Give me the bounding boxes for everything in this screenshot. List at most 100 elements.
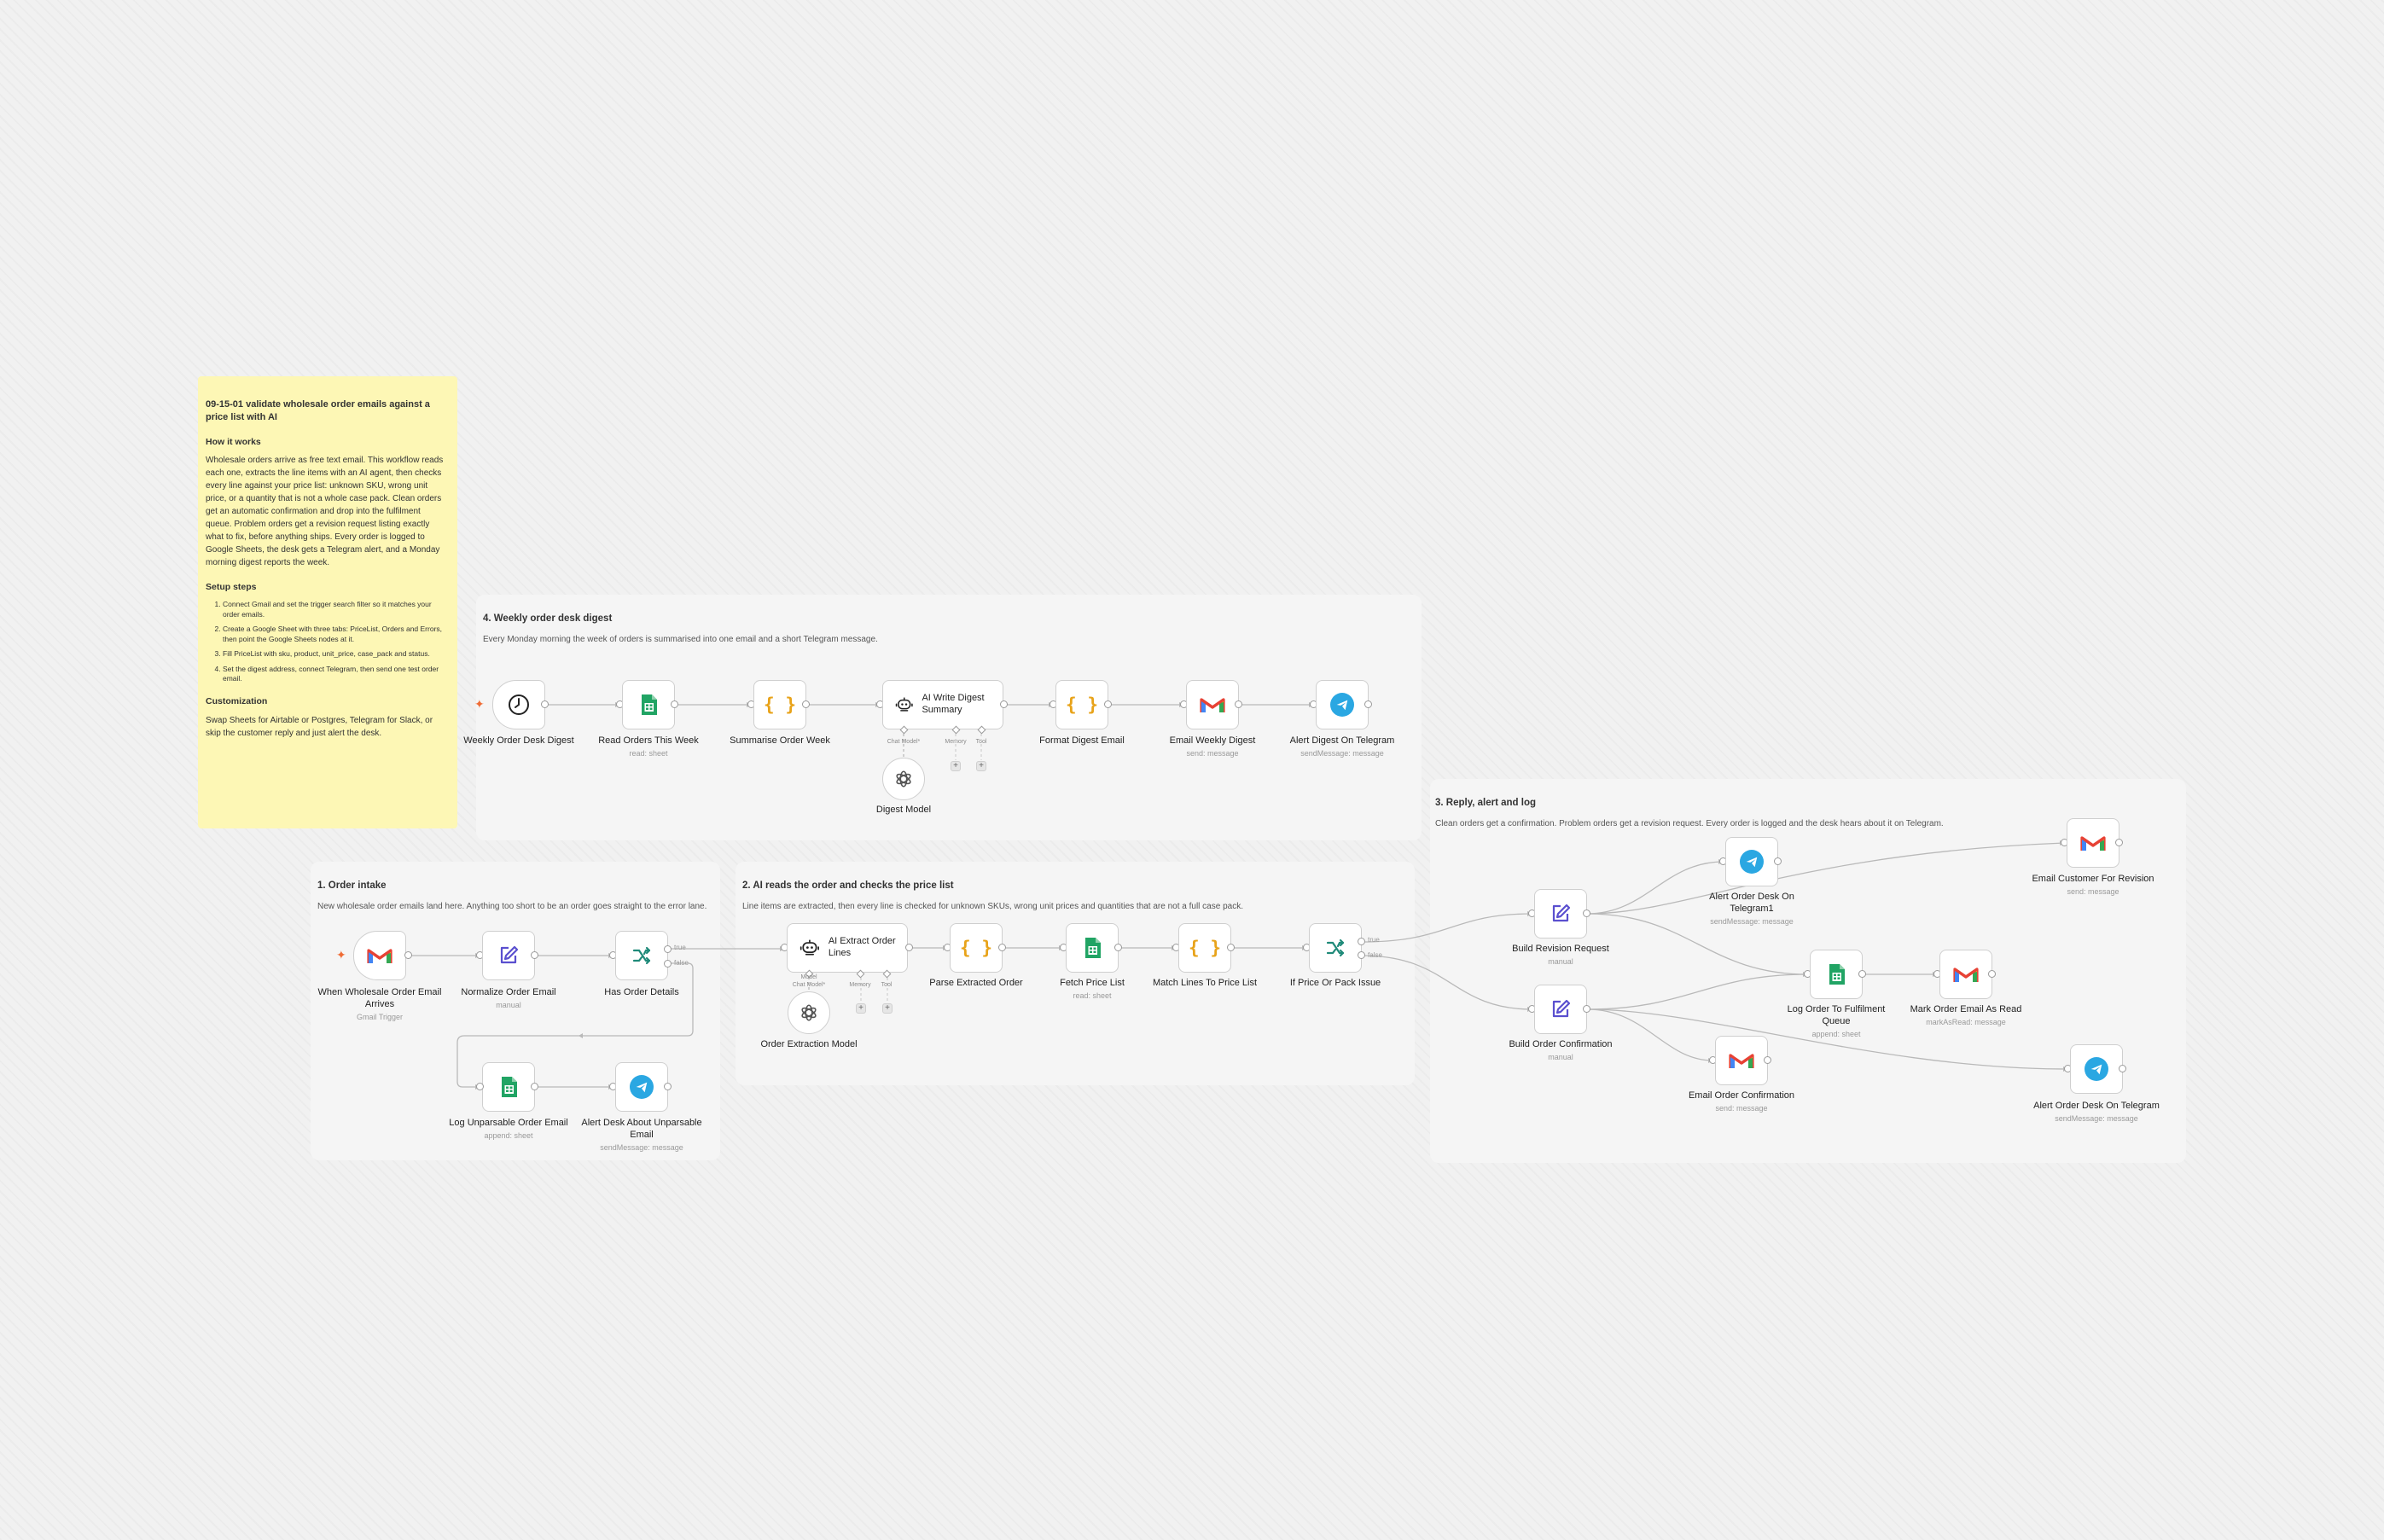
node-title: Read Orders This Week (598, 735, 699, 746)
chat-model-port-label: Chat Model* (887, 739, 921, 745)
google-sheets-icon (1084, 937, 1102, 959)
node-if-price-or-pack-issue[interactable] (1309, 923, 1362, 973)
node-label: Order Extraction Model (760, 1039, 858, 1049)
gmail-icon (1953, 965, 1979, 984)
node-has-order-details[interactable] (615, 931, 668, 980)
true-output-port[interactable] (1358, 938, 1365, 945)
node-format-digest-email[interactable]: { } (1055, 680, 1108, 729)
output-port[interactable] (671, 700, 678, 708)
node-log-order-to-fulfilment-queue[interactable] (1810, 950, 1863, 999)
google-sheets-icon (500, 1076, 518, 1098)
node-title: Alert Digest On Telegram (1289, 735, 1395, 746)
output-port[interactable] (531, 951, 538, 959)
group-ai-price-check[interactable]: 2. AI reads the order and checks the pri… (736, 862, 1415, 1085)
connection (1586, 1008, 2069, 1070)
clock-icon (508, 694, 530, 716)
group-description: New wholesale order emails land here. An… (317, 902, 707, 911)
sticky-custom-heading: Customization (206, 696, 268, 707)
node-subtitle: sendMessage: message (600, 1142, 683, 1152)
sticky-note[interactable]: 09-15-01 validate wholesale order emails… (198, 376, 457, 828)
output-port[interactable] (531, 1083, 538, 1090)
node-subtitle: Gmail Trigger (356, 1012, 403, 1021)
node-build-revision-request[interactable] (1534, 889, 1587, 939)
node-email-order-confirmation[interactable] (1715, 1036, 1768, 1085)
output-port[interactable] (2119, 1065, 2126, 1072)
node-subtitle: sendMessage: message (2055, 1113, 2138, 1123)
false-output-port[interactable] (1358, 951, 1365, 959)
output-port[interactable] (1114, 944, 1122, 951)
node-ai-write-digest-summary[interactable]: AI Write Digest Summary (882, 680, 1003, 729)
node-title: AI Write Digest Summary (922, 693, 985, 715)
add-memory-button[interactable]: + (856, 1003, 866, 1014)
node-title: Email Customer For Revision (2032, 874, 2154, 884)
node-alert-digest-on-telegram[interactable] (1316, 680, 1369, 729)
output-port[interactable] (664, 1083, 672, 1090)
connection (1586, 861, 1724, 915)
node-ai-extract-order-lines[interactable]: AI Extract Order Lines (787, 923, 908, 973)
node-subtitle: send: message (1715, 1103, 1768, 1113)
node-build-order-confirmation[interactable] (1534, 985, 1587, 1034)
node-title: Build Revision Request (1512, 944, 1609, 954)
output-port[interactable] (1988, 970, 1996, 978)
add-tool-button[interactable]: + (976, 761, 986, 771)
output-port[interactable] (998, 944, 1006, 951)
group-title: 3. Reply, alert and log (1435, 798, 1537, 808)
output-port[interactable] (1364, 700, 1372, 708)
connection (1586, 1008, 1714, 1061)
false-output-port[interactable] (664, 960, 672, 968)
output-port[interactable] (1235, 700, 1242, 708)
output-port[interactable] (802, 700, 810, 708)
node-alert-order-desk-on-telegram1[interactable] (1725, 837, 1778, 886)
output-port[interactable] (404, 951, 412, 959)
output-port[interactable] (541, 700, 549, 708)
node-email-weekly-digest[interactable] (1186, 680, 1239, 729)
group-title: 2. AI reads the order and checks the pri… (742, 880, 954, 891)
node-read-orders-this-week[interactable] (622, 680, 675, 729)
node-alert-order-desk-on-telegram[interactable] (2070, 1044, 2123, 1094)
node-parse-extracted-order[interactable]: { } (950, 923, 1003, 973)
node-weekly-order-desk-digest[interactable] (492, 680, 545, 729)
output-port[interactable] (1000, 700, 1008, 708)
node-order-extraction-model[interactable] (788, 991, 830, 1034)
node-label: Digest Model (875, 805, 932, 815)
node-when-wholesale-order-email-arrives[interactable] (353, 931, 406, 980)
node-title: Email Order Confirmation (1688, 1090, 1795, 1101)
output-port[interactable] (1104, 700, 1112, 708)
true-branch-label: true (674, 944, 686, 951)
node-label: Email Order Confirmation send: message (1678, 1090, 1805, 1113)
output-port[interactable] (1583, 1005, 1590, 1013)
output-port[interactable] (1227, 944, 1235, 951)
node-subtitle: append: sheet (484, 1130, 533, 1140)
node-fetch-price-list[interactable] (1066, 923, 1119, 973)
node-normalize-order-email[interactable] (482, 931, 535, 980)
add-tool-button[interactable]: + (882, 1003, 893, 1014)
node-subtitle: manual (1548, 956, 1573, 966)
add-memory-button[interactable]: + (951, 761, 961, 771)
output-port[interactable] (1583, 909, 1590, 917)
node-digest-model[interactable] (882, 758, 925, 800)
node-alert-desk-about-unparsable-email[interactable] (615, 1062, 668, 1112)
node-email-customer-for-revision[interactable] (2067, 818, 2119, 868)
input-port[interactable] (476, 1083, 484, 1090)
output-port[interactable] (1858, 970, 1866, 978)
node-summarise-order-week[interactable]: { } (753, 680, 806, 729)
node-mark-order-email-as-read[interactable] (1939, 950, 1992, 999)
node-match-lines-to-price-list[interactable]: { } (1178, 923, 1231, 973)
node-title: When Wholesale Order Email Arrives (317, 987, 442, 1009)
output-port[interactable] (2115, 839, 2123, 846)
telegram-icon (2085, 1057, 2108, 1081)
gmail-icon (367, 946, 392, 965)
output-port[interactable] (905, 944, 913, 951)
output-port[interactable] (1764, 1056, 1771, 1064)
output-port[interactable] (1774, 857, 1782, 865)
edit-icon (1550, 903, 1572, 925)
true-output-port[interactable] (664, 945, 672, 953)
node-title: AI Extract Order Lines (828, 936, 896, 958)
node-log-unparsable-order-email[interactable] (482, 1062, 535, 1112)
